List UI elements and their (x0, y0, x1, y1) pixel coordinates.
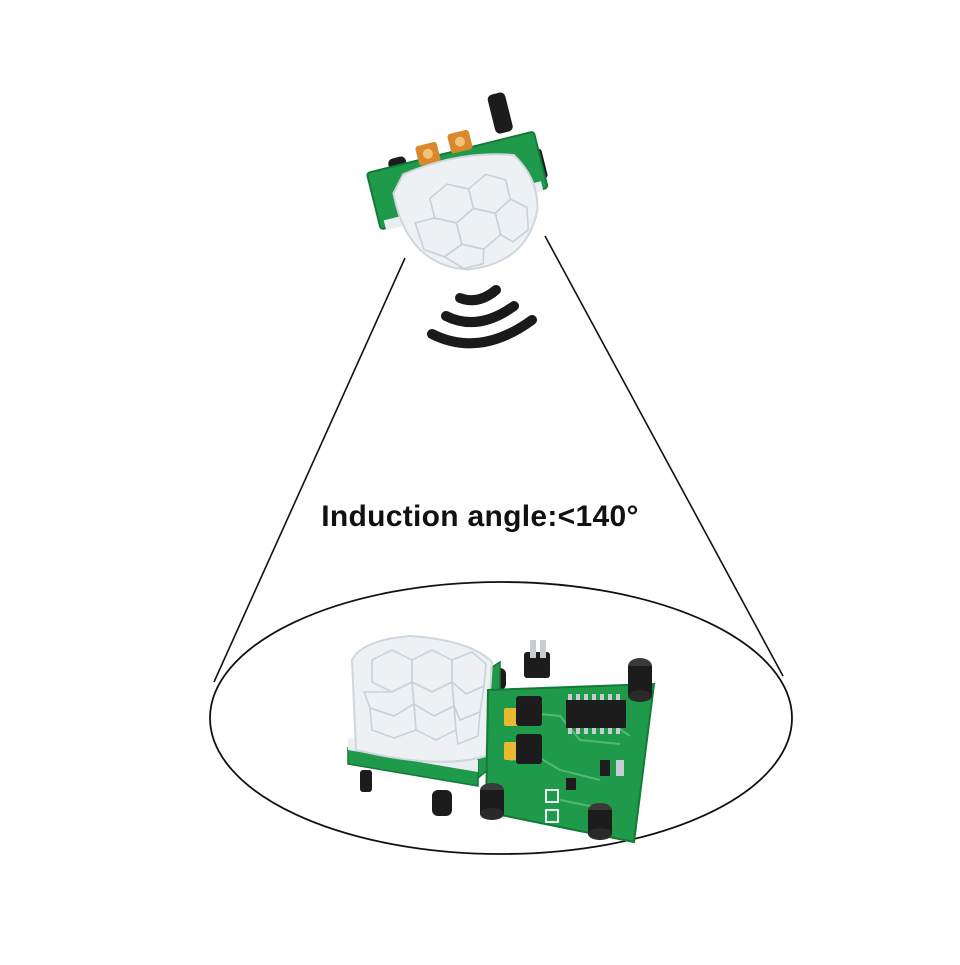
pir-sensor-module-icon (366, 92, 549, 271)
pir-sensor-board-side-icon (480, 640, 656, 844)
detection-area-ellipse (209, 581, 793, 855)
pir-sensor-lens-side-icon (347, 634, 506, 816)
motion-signal-waves-icon (427, 285, 537, 349)
induction-angle-caption: Induction angle:<140° (321, 500, 639, 533)
cone-left-edge (213, 257, 406, 683)
cone-right-edge (544, 235, 784, 677)
